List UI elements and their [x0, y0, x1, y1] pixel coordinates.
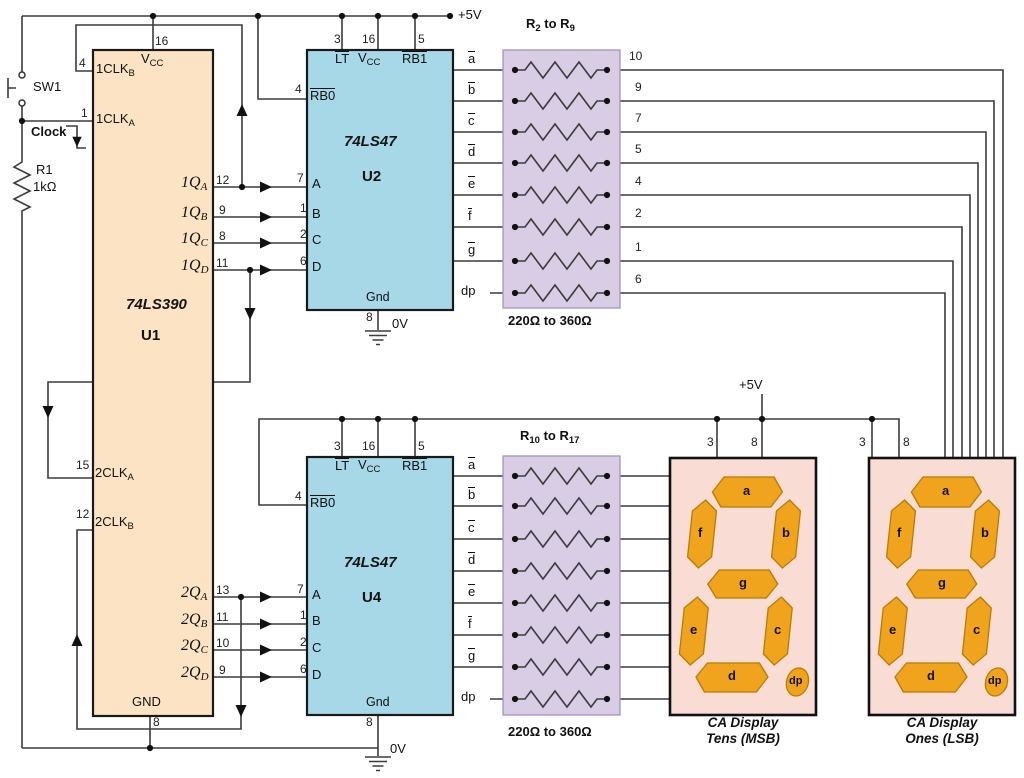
ground-icon-u4 [364, 756, 392, 772]
rail-5v-bottom [258, 394, 900, 506]
u4-chip-body [305, 455, 455, 717]
resistor-network-lower [502, 455, 621, 716]
wire-u2-rb0 [257, 16, 307, 100]
switch-contact-bottom [18, 99, 26, 107]
wire-2qa-to-2clkb [76, 529, 242, 730]
junction-dots [18, 12, 876, 752]
wires-1q-bus [213, 186, 307, 271]
ground-icon-u2 [364, 330, 392, 346]
wires-2q-bus [213, 596, 307, 678]
switch-contact-top [18, 71, 26, 79]
resistor-r1 [12, 158, 32, 214]
wire-1qa-to-1clkb [75, 24, 243, 187]
wire-1qd-to-2clka [47, 270, 251, 479]
resistor-network-upper [502, 49, 621, 309]
u2-chip-body [305, 48, 455, 312]
wires-u2-top-pins [341, 16, 416, 50]
u1-chip-body [91, 48, 215, 718]
pushbutton-actuator-icon [7, 78, 16, 98]
